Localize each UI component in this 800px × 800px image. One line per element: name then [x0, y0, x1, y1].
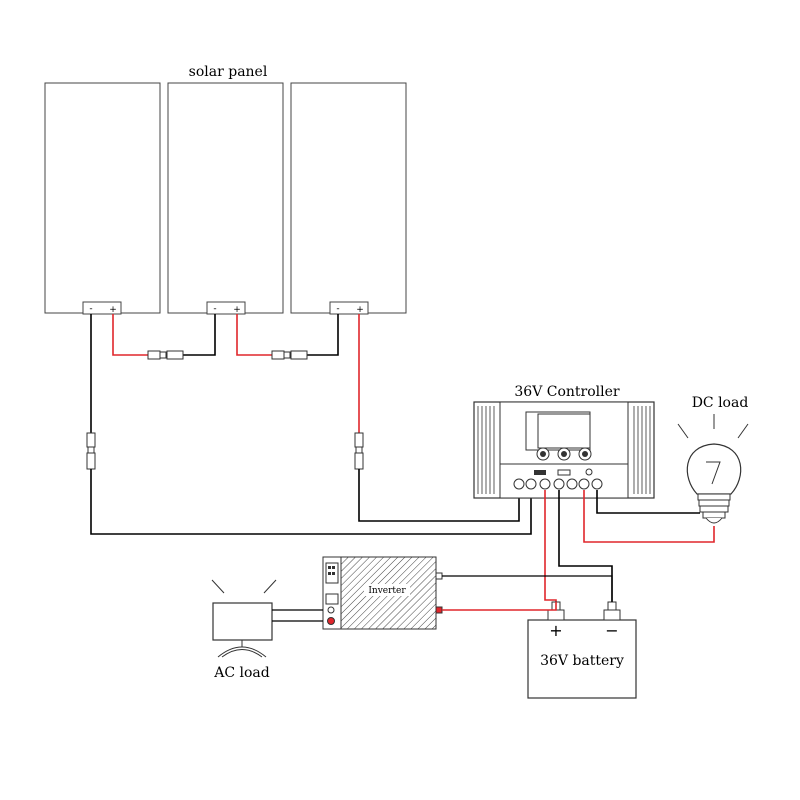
battery-minus-label: − — [605, 621, 618, 640]
terminal-plus: + — [356, 305, 364, 315]
battery-title: 36V battery — [540, 653, 624, 669]
terminal-bat-positive[interactable] — [539, 478, 551, 490]
junction-box — [82, 301, 122, 315]
load-terminal-icon — [585, 468, 593, 476]
terminal-load-negative[interactable] — [566, 478, 578, 490]
inverter-negative-wire — [442, 575, 613, 602]
junction-box — [329, 301, 369, 315]
mc4-connector — [86, 432, 96, 470]
ac-load-title: AC load — [213, 665, 270, 681]
solar-panel-3: - + — [290, 82, 407, 315]
solar-panel-1: - + — [44, 82, 161, 315]
terminal-minus: - — [89, 304, 92, 314]
terminal-plus: + — [233, 305, 241, 315]
inverter: Inverter — [322, 556, 443, 630]
terminal-pv-negative[interactable] — [525, 478, 537, 490]
mc4-connector — [354, 432, 364, 470]
controller-button[interactable] — [578, 447, 592, 461]
terminal-pv-positive[interactable] — [513, 478, 525, 490]
solar-panel-2: - + — [167, 82, 284, 315]
battery: + − 36V battery — [527, 601, 637, 699]
mc4-connector — [271, 350, 308, 360]
terminal-extra[interactable] — [591, 478, 603, 490]
load-negative-wire — [596, 490, 700, 514]
terminal-bat-negative[interactable] — [553, 478, 565, 490]
monitor-icon — [211, 579, 277, 658]
inverter-positive-wire — [442, 602, 557, 611]
load-positive-wire — [583, 490, 715, 543]
controller-title: 36V Controller — [514, 384, 620, 400]
terminal-plus: + — [109, 305, 117, 315]
array-negative-wire-to-controller — [90, 469, 532, 535]
terminal-minus: - — [336, 304, 339, 314]
controller-button[interactable] — [557, 447, 571, 461]
battery-terminal-icon — [557, 469, 571, 476]
series-wiring — [112, 314, 339, 356]
junction-box — [206, 301, 246, 315]
battery-positive-wire — [544, 490, 557, 612]
battery-plus-label: + — [549, 621, 562, 640]
battery-negative-wire — [558, 490, 613, 612]
controller-display — [537, 413, 591, 449]
terminal-load-positive[interactable] — [578, 478, 590, 490]
dc-load-title: DC load — [692, 395, 749, 411]
controller-button[interactable] — [536, 447, 550, 461]
solar-terminal-icon — [534, 470, 546, 475]
mc4-connector — [147, 350, 184, 360]
inverter-label: Inverter — [368, 586, 406, 596]
light-bulb-icon — [677, 414, 749, 524]
solar-panel-title: solar panel — [189, 64, 268, 80]
charge-controller — [473, 401, 655, 499]
array-positive-wire-to-controller — [358, 469, 520, 522]
terminal-minus: - — [213, 304, 216, 314]
